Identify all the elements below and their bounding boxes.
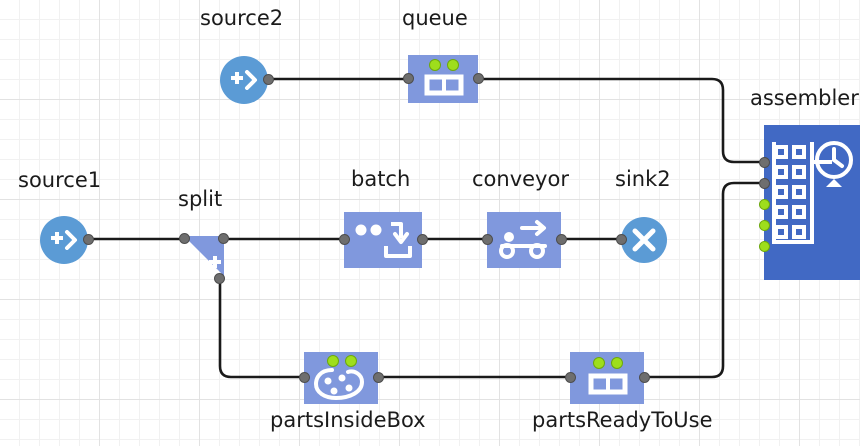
- port-batch-input[interactable]: [339, 234, 350, 245]
- node-partsreadytouse[interactable]: [570, 352, 644, 404]
- port-assembler-input-1[interactable]: [759, 157, 770, 168]
- node-assembler[interactable]: [764, 125, 860, 280]
- port-sink2-input[interactable]: [616, 234, 627, 245]
- node-conveyor[interactable]: [487, 212, 561, 268]
- port-batch-output[interactable]: [417, 234, 428, 245]
- connection-queue-assembler[interactable]: [476, 77, 761, 164]
- port-split-output-bottom[interactable]: [214, 273, 225, 284]
- port-queue-output[interactable]: [473, 73, 484, 84]
- port-queue-input[interactable]: [403, 73, 414, 84]
- node-label-partsreadytouse: partsReadyToUse: [532, 408, 713, 432]
- status-light: [611, 357, 623, 369]
- port-conveyor-output[interactable]: [556, 234, 567, 245]
- assembler-clock-icon: [772, 141, 853, 244]
- node-queue[interactable]: [408, 55, 478, 103]
- port-assembler-status-2[interactable]: [759, 220, 770, 231]
- queue-icon: [588, 357, 628, 395]
- node-label-batch: batch: [351, 167, 411, 191]
- node-label-assembler: assembler: [750, 86, 859, 110]
- port-split-input[interactable]: [179, 233, 190, 244]
- close-x-icon: [632, 228, 656, 252]
- connection-split-partsInsideBox[interactable]: [218, 276, 306, 379]
- node-label-conveyor: conveyor: [472, 167, 569, 191]
- node-batch[interactable]: [344, 212, 422, 268]
- port-assembler-status-1[interactable]: [759, 199, 770, 210]
- split-triangle-shape: [184, 236, 224, 276]
- node-label-source1: source1: [18, 168, 102, 192]
- node-source2[interactable]: [220, 56, 268, 104]
- node-label-partsinsidebox: partsInsideBox: [270, 408, 426, 432]
- port-conveyor-input[interactable]: [482, 234, 493, 245]
- queue-icon: [424, 59, 464, 96]
- status-light: [429, 59, 441, 71]
- plus-arrow-icon: [51, 230, 77, 250]
- port-partsinsidebox-input[interactable]: [299, 372, 310, 383]
- node-partsinsidebox[interactable]: [304, 352, 378, 404]
- status-light: [345, 355, 357, 367]
- batch-icon: [355, 222, 412, 258]
- port-partsinsidebox-output[interactable]: [373, 372, 384, 383]
- node-label-sink2: sink2: [615, 167, 671, 191]
- port-partsreadytouse-input[interactable]: [565, 372, 576, 383]
- status-light: [593, 357, 605, 369]
- node-label-split: split: [178, 187, 223, 211]
- port-assembler-input-2[interactable]: [759, 178, 770, 189]
- parts-bag-icon: [313, 355, 365, 401]
- port-source1-output[interactable]: [83, 234, 94, 245]
- port-split-output-right[interactable]: [218, 233, 229, 244]
- connection-partsReadyToUse-assembler[interactable]: [642, 181, 761, 379]
- node-source1[interactable]: [40, 216, 88, 264]
- conveyor-icon: [499, 220, 547, 259]
- node-split[interactable]: [184, 236, 228, 280]
- node-label-queue: queue: [402, 6, 468, 30]
- node-sink2[interactable]: [621, 217, 667, 263]
- plus-icon: [209, 256, 221, 268]
- port-assembler-status-3[interactable]: [759, 241, 770, 252]
- port-source2-output[interactable]: [263, 74, 274, 85]
- node-label-source2: source2: [200, 6, 284, 30]
- plus-arrow-icon: [231, 70, 257, 90]
- port-partsreadytouse-output[interactable]: [639, 372, 650, 383]
- status-light: [327, 355, 339, 367]
- status-light: [447, 59, 459, 71]
